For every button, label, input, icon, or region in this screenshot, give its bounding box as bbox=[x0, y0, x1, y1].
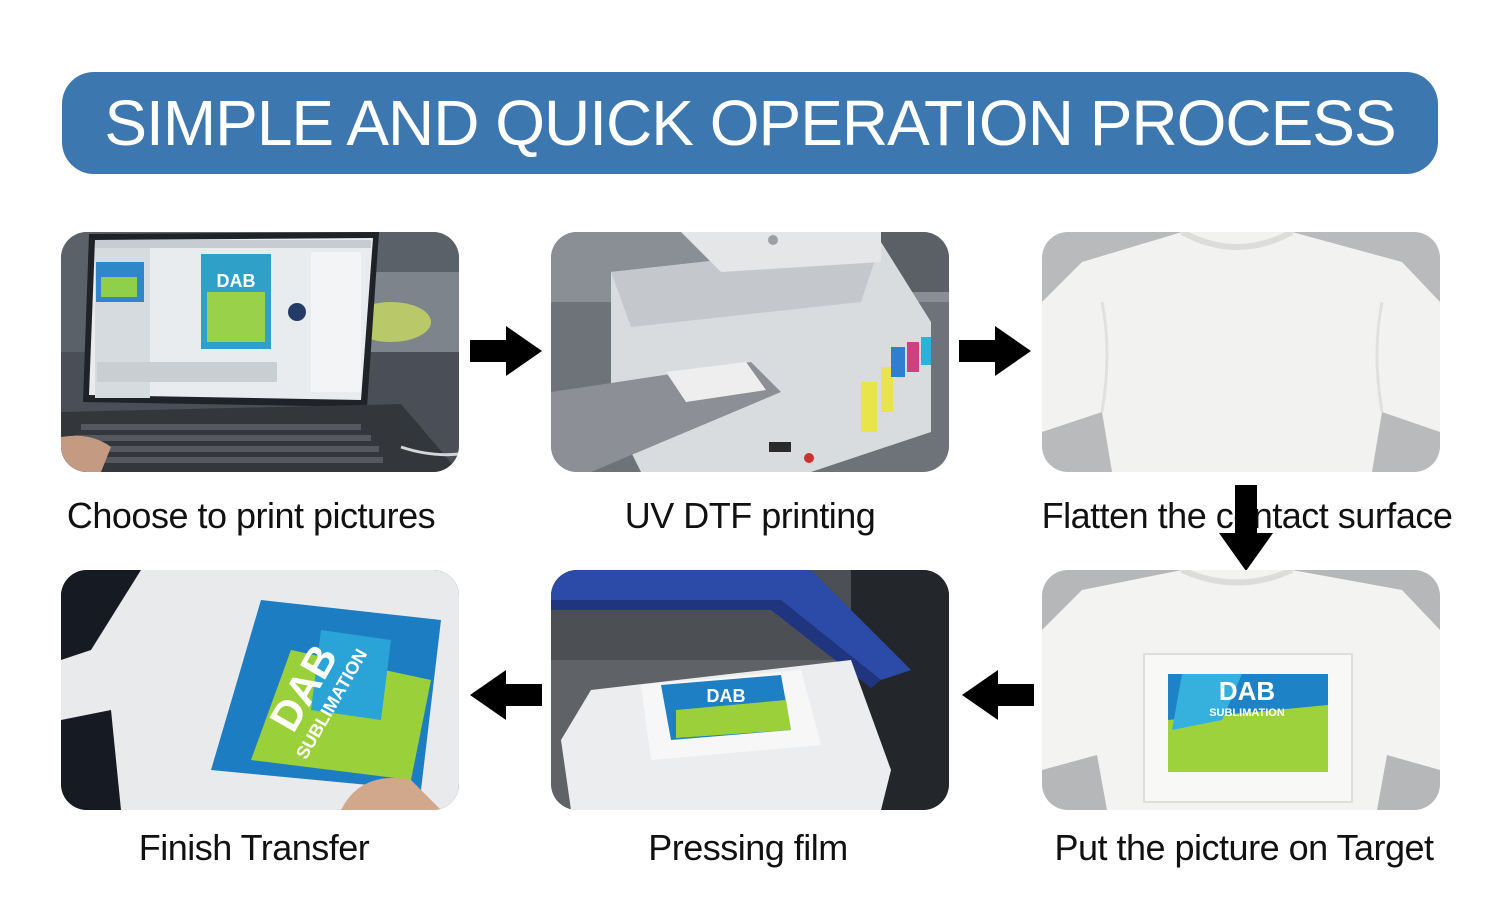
step-caption: Pressing film bbox=[648, 827, 848, 868]
arrow-left-icon bbox=[962, 670, 1034, 720]
print-line-text: SUBLIMATION bbox=[1209, 707, 1285, 719]
step-caption: Put the picture on Target bbox=[1054, 827, 1434, 868]
photo-picture-on-target: DAB SUBLIMATION bbox=[1042, 570, 1440, 810]
arrow-right-icon bbox=[959, 326, 1031, 376]
arrow-down-icon bbox=[1219, 485, 1273, 571]
step-caption: Choose to print pictures bbox=[66, 495, 436, 536]
photo-finish-transfer: DAB SUBLIMATION bbox=[61, 570, 459, 810]
title-banner: SIMPLE AND QUICK OPERATION PROCESS bbox=[62, 72, 1438, 174]
photo-choose-pictures: DAB bbox=[61, 232, 459, 472]
arrow-left-icon bbox=[470, 670, 542, 720]
page-title: SIMPLE AND QUICK OPERATION PROCESS bbox=[104, 87, 1396, 159]
arrow-right-icon bbox=[470, 326, 542, 376]
print-brand-text: DAB bbox=[707, 686, 746, 706]
step-caption: UV DTF printing bbox=[624, 495, 876, 536]
photo-pressing-film: DAB bbox=[551, 570, 949, 810]
photo-flatten-surface bbox=[1042, 232, 1440, 472]
print-brand-text: DAB bbox=[1219, 676, 1275, 706]
svg-text:DAB: DAB bbox=[217, 271, 256, 291]
photo-uv-dtf-printing bbox=[551, 232, 949, 472]
step-caption: Finish Transfer bbox=[138, 827, 370, 868]
